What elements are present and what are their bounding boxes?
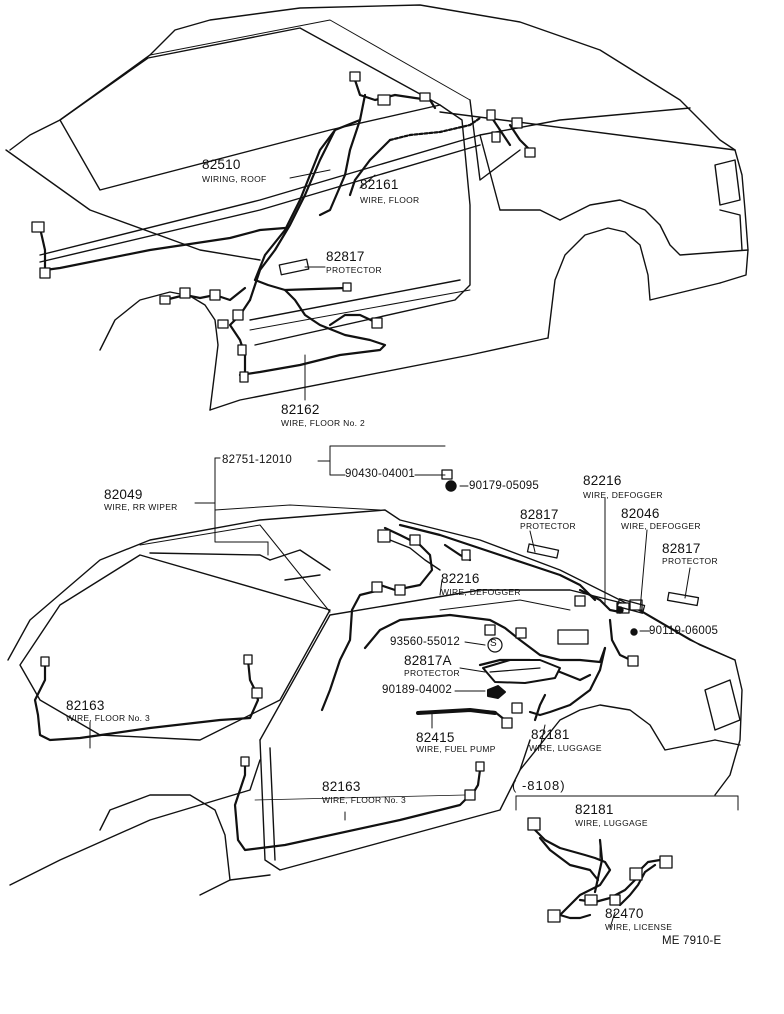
callout-82162-number: 82162 [281,402,320,417]
figure-code: ME 7910-E [662,935,722,947]
callout-82817-right-description: PROTECTOR [662,556,718,566]
callout-82216-right-number: 82216 [583,473,622,488]
s-mark-label: S [490,638,497,649]
model-range-note: ( -8108) [512,778,566,793]
s-mark-circle [487,637,503,653]
top-wiring-harness [38,78,532,377]
callout-82817A-description: PROTECTOR [404,668,460,678]
callout-82046-number: 82046 [621,506,660,521]
callout-82817-right-number: 82817 [662,541,701,556]
callout-90189-number: 90189-04002 [382,684,452,696]
callout-82049-number: 82049 [104,487,143,502]
fuel-pump-wire-shape [416,708,497,715]
callout-82510-number: 82510 [202,157,241,172]
callout-82163-left-number: 82163 [66,698,105,713]
top-car-body-outline [5,4,749,411]
callout-82181-inset-description: WIRE, LUGGAGE [575,818,648,828]
callout-82751-number: 82751-12010 [222,454,292,466]
callout-82046-description: WIRE, DEFOGGER [621,521,701,531]
callout-82817-top-number: 82817 [326,249,365,264]
callout-82181-center-number: 82181 [531,727,570,742]
callout-82049-description: WIRE, RR WIPER [104,502,178,512]
callout-82817-middle-number: 82817 [520,507,559,522]
callout-82161-description: WIRE, FLOOR [360,195,420,205]
leader-lines [89,169,739,929]
callout-90179-number: 90179-05095 [469,480,539,492]
callout-82216-center-description: WIRE, DEFOGGER [441,587,521,597]
callout-82163-left-description: WIRE, FLOOR No. 3 [66,713,150,723]
callout-82162-description: WIRE, FLOOR No. 2 [281,418,365,428]
callout-82470-number: 82470 [605,906,644,921]
callout-90430-number: 90430-04001 [345,468,415,480]
bolt-shape [445,480,638,636]
callout-82163-center-number: 82163 [322,779,361,794]
callout-82163-center-description: WIRE, FLOOR No. 3 [322,795,406,805]
callout-82510-description: WIRING, ROOF [202,174,267,184]
callout-82216-right-description: WIRE, DEFOGGER [583,490,663,500]
callout-82817A-number: 82817A [404,653,452,668]
callout-82415-description: WIRE, FUEL PUMP [416,744,496,754]
callout-82415-number: 82415 [416,730,455,745]
callout-82470-description: WIRE, LICENSE [605,922,673,932]
callout-82817-top-description: PROTECTOR [326,265,382,275]
bottom-car-body-outline [7,504,743,896]
callout-90119-number: 90119-06005 [649,625,719,637]
callout-82181-inset-number: 82181 [575,802,614,817]
callout-93560-number: 93560-55012 [390,636,460,648]
callout-82161-number: 82161 [360,177,399,192]
callout-82181-center-description: WIRE, LUGGAGE [529,743,602,753]
fuel-pump-protector-shape [482,659,561,699]
top-connectors [31,71,536,383]
luggage-license-harness-inset [527,817,673,923]
callout-82216-center-number: 82216 [441,571,480,586]
callout-82817-middle-description: PROTECTOR [520,521,576,531]
